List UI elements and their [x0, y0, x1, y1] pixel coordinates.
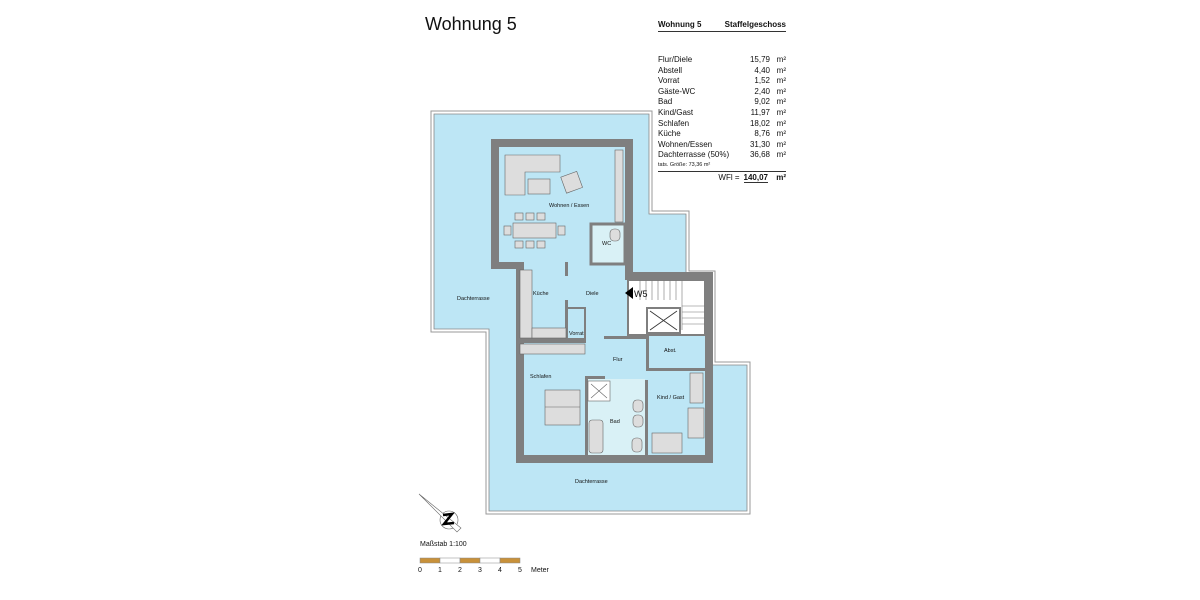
- area-unit: m²: [776, 118, 786, 128]
- entrance-label: W5: [634, 289, 648, 299]
- room-name: Kind/Gast: [658, 107, 694, 117]
- room-label-schlafen: Schlafen: [530, 374, 551, 380]
- room-label-wohnen: Wohnen / Essen: [549, 203, 589, 209]
- room-name: Wohnen/Essen: [658, 139, 713, 149]
- area-unit: m²: [776, 55, 786, 64]
- furniture: [503, 149, 705, 454]
- desk: [651, 432, 683, 454]
- room-area: 8,76: [754, 129, 770, 139]
- room-label-terrace-bottom: Dachterrasse: [575, 479, 608, 485]
- kitchen-counter-bottom: [531, 327, 567, 339]
- total-value: 140,07: [743, 172, 768, 183]
- room-name: Gäste-WC: [658, 86, 696, 96]
- scale-tick: 3: [478, 567, 482, 574]
- area-row: Abstell 4,40 m²: [658, 66, 786, 77]
- scale-tick: 1: [438, 567, 442, 574]
- interior-walls: [517, 262, 705, 456]
- bed: [544, 389, 581, 426]
- area-row: Schlafen 18,02 m²: [658, 119, 786, 130]
- room-label-kueche: Küche: [533, 291, 549, 297]
- area-row: Küche 8,76 m²: [658, 129, 786, 140]
- area-row: Dachterrasse (50%) 36,68 m²: [658, 150, 786, 161]
- toilet-wc: [609, 228, 621, 242]
- scale-label: Maßstab 1:100: [420, 541, 467, 548]
- sink-2: [632, 414, 644, 428]
- area-table: Wohnung 5 Staffelgeschoss Flur/Diele 15,7…: [658, 20, 786, 183]
- area-unit: m²: [776, 129, 786, 139]
- room-label-terrace-left: Dachterrasse: [457, 296, 490, 302]
- sofa: [504, 154, 561, 196]
- room-area: 15,79: [749, 55, 770, 64]
- stair-steps: [639, 280, 705, 330]
- scale-tick: 0: [418, 567, 422, 574]
- area-unit: m²: [776, 139, 786, 149]
- room-area: 1,52: [754, 76, 770, 86]
- room-label-bad: Bad: [610, 419, 620, 425]
- room-label-flur: Flur: [613, 357, 623, 363]
- kitchen-counter: [519, 269, 533, 339]
- north-arrow-icon: [418, 493, 462, 533]
- scale-tick: 5: [518, 567, 522, 574]
- table-header-apartment: Wohnung 5: [658, 20, 702, 29]
- scale-tick: 4: [498, 567, 502, 574]
- room-area: 36,68: [749, 150, 770, 160]
- area-unit: m²: [776, 86, 786, 96]
- room-name: Vorrat: [658, 76, 680, 86]
- room-name: Schlafen: [658, 118, 690, 128]
- room-area: 18,02: [749, 118, 770, 128]
- plan-title: Wohnung 5: [425, 14, 517, 34]
- sink-1: [632, 399, 644, 413]
- area-unit: m²: [776, 150, 786, 160]
- terrace-actual-size-note: tats. Größe: 73,36 m²: [658, 161, 711, 168]
- toilet-bad: [631, 437, 643, 453]
- wardrobe-kind: [689, 372, 704, 404]
- area-row: Gäste-WC 2,40 m²: [658, 87, 786, 98]
- area-table-header: Wohnung 5 Staffelgeschoss: [658, 20, 786, 32]
- room-area: 2,40: [754, 86, 770, 96]
- room-name: Küche: [658, 129, 681, 139]
- entrance-arrow-icon: [625, 287, 633, 299]
- area-unit: m²: [776, 76, 786, 86]
- room-area: 4,40: [754, 65, 770, 75]
- room-area: 9,02: [754, 97, 770, 107]
- room-label-wc: WC: [602, 241, 611, 247]
- room-label-vorrat: Vorrat: [569, 331, 584, 337]
- scale-bar: [419, 557, 521, 564]
- room-area: 31,30: [749, 139, 770, 149]
- room-name: Flur/Diele: [658, 55, 693, 64]
- total-area-row: WFl = 140,07 m²: [658, 170, 786, 183]
- room-label-diele: Diele: [586, 291, 599, 297]
- elevator-cross-icon: [649, 310, 678, 331]
- bed-kind: [687, 407, 705, 439]
- wardrobe-living: [614, 149, 624, 223]
- area-row: Bad 9,02 m²: [658, 97, 786, 108]
- area-unit: m²: [776, 65, 786, 75]
- room-name: Dachterrasse (50%): [658, 150, 730, 160]
- area-row: Kind/Gast 11,97 m²: [658, 108, 786, 119]
- room-label-abst: Abst.: [664, 348, 677, 354]
- scale-unit: Meter: [531, 567, 549, 574]
- bathtub: [588, 419, 604, 454]
- room-label-kind: Kind / Gast: [657, 395, 685, 401]
- area-unit: m²: [776, 107, 786, 117]
- area-unit: m²: [776, 97, 786, 107]
- dining-table: [512, 222, 557, 239]
- scale-tick: 2: [458, 567, 462, 574]
- area-row: Flur/Diele 15,79 m²: [658, 55, 786, 66]
- coffee-table: [527, 178, 551, 195]
- area-row: Wohnen/Essen 31,30 m²: [658, 140, 786, 151]
- wardrobe-bedroom: [519, 343, 586, 355]
- room-area: 11,97: [750, 107, 770, 117]
- table-header-floor: Staffelgeschoss: [724, 20, 786, 29]
- area-row: Vorrat 1,52 m²: [658, 76, 786, 87]
- room-name: Abstell: [658, 65, 683, 75]
- armchair: [560, 171, 583, 194]
- total-unit: m²: [776, 172, 786, 182]
- room-name: Bad: [658, 97, 673, 107]
- total-label: WFl =: [718, 172, 740, 182]
